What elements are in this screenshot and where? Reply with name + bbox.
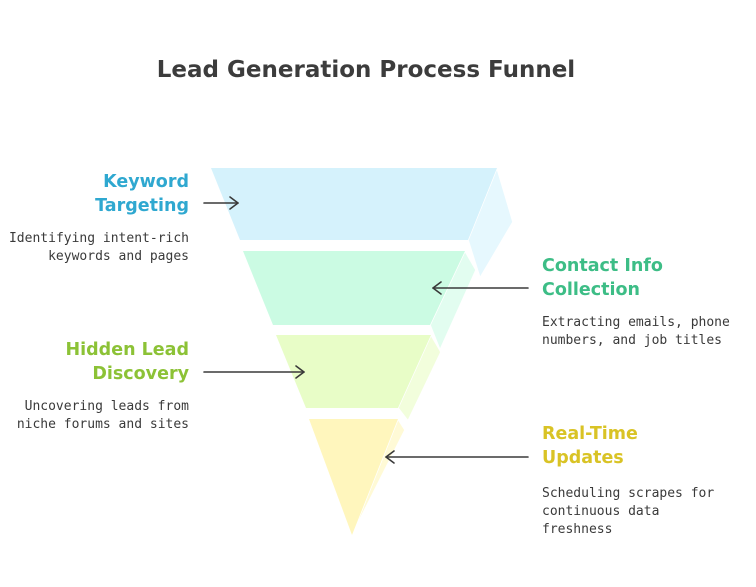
stage-4-heading-line1: Real-Time [542,424,638,444]
funnel [211,165,514,536]
funnel-stage-4-face [309,419,398,535]
label-real-time-updates: Real-Time Updates Scheduling scrapes for… [542,424,714,537]
stage-2-description-line1: Extracting emails, phone [542,315,730,330]
label-contact-info-collection: Contact Info Collection Extracting email… [542,256,730,348]
arrow-contact-info-collection [432,281,529,295]
stage-2-heading-line2: Collection [542,280,640,300]
funnel-stage-contact-info-collection [243,249,477,352]
label-hidden-lead-discovery: Hidden Lead Discovery Uncovering leads f… [17,340,190,432]
label-keyword-targeting: Keyword Targeting Identifying intent-ric… [9,172,189,264]
arrow-hidden-lead-discovery [203,365,305,379]
diagram-title: Lead Generation Process Funnel [157,57,575,83]
stage-4-heading-line2: Updates [542,448,624,468]
stage-1-heading-line2: Targeting [95,196,189,216]
arrow-keyword-targeting [203,196,239,210]
funnel-stage-1-face [211,168,497,240]
arrow-real-time-updates [385,450,529,464]
stage-3-description-line2: niche forums and sites [17,417,189,432]
stage-1-description-line2: keywords and pages [48,249,189,264]
stage-4-description-line1: Scheduling scrapes for [542,486,714,501]
funnel-stage-keyword-targeting [211,165,514,280]
stage-3-heading-line1: Hidden Lead [66,340,189,360]
stage-4-description-line2: continuous data [542,504,659,519]
stage-2-description-line2: numbers, and job titles [542,333,722,348]
funnel-stage-hidden-lead-discovery [276,333,442,423]
stage-3-heading-line2: Discovery [92,364,189,384]
stage-4-description-line3: freshness [542,522,612,537]
funnel-stage-real-time-updates [309,417,406,536]
funnel-stage-2-face [243,251,465,325]
funnel-stage-3-face [276,335,431,408]
stage-1-description-line1: Identifying intent-rich [9,231,189,246]
stage-3-description-line1: Uncovering leads from [25,399,190,414]
stage-1-heading-line1: Keyword [103,172,189,192]
stage-2-heading-line1: Contact Info [542,256,663,276]
